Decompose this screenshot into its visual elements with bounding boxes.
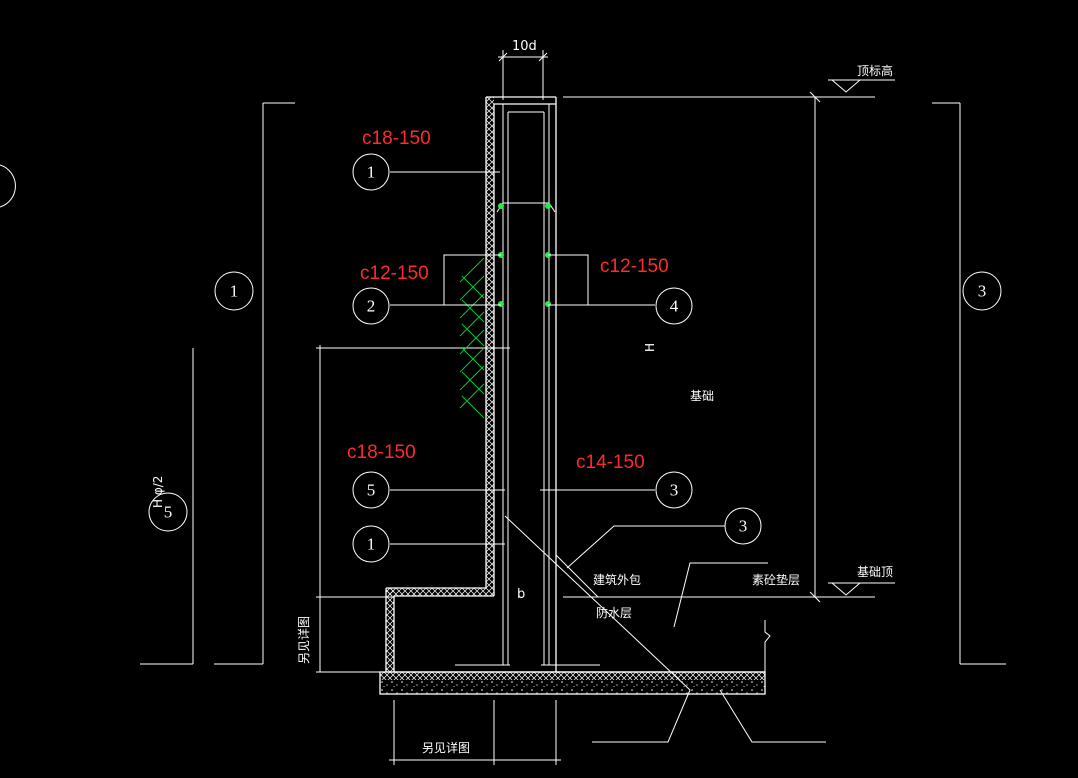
bubble-3b: 3 bbox=[724, 507, 762, 545]
svg-text:3: 3 bbox=[670, 481, 679, 500]
svg-text:5: 5 bbox=[164, 503, 173, 522]
leader-lines bbox=[390, 171, 826, 743]
H-half-label: H φ/2 bbox=[151, 476, 165, 508]
bubble-1-left: 1 bbox=[214, 271, 254, 311]
svg-text:1: 1 bbox=[230, 282, 239, 301]
top-elevation-label: 顶标高 bbox=[857, 63, 893, 78]
see-detail-bottom-label: 另见详图 bbox=[422, 740, 470, 755]
H-label: H bbox=[643, 343, 657, 352]
bubble-1b: 1 bbox=[352, 525, 390, 563]
rebar-dots bbox=[498, 203, 551, 307]
bubble-3-right: 3 bbox=[962, 271, 1002, 311]
see-detail-left-label: 另见详图 bbox=[296, 616, 311, 664]
svg-text:1: 1 bbox=[367, 535, 376, 554]
dim-10d: 10d bbox=[498, 39, 548, 100]
rebar-label-3: c14-150 bbox=[576, 452, 645, 473]
bottom-dimension bbox=[389, 700, 561, 765]
top-elevation-marker bbox=[828, 79, 895, 93]
bubble-1: 1 bbox=[352, 153, 390, 191]
bubble-5: 5 bbox=[352, 471, 390, 509]
dim-10d-label: 10d bbox=[512, 39, 537, 54]
svg-text:1: 1 bbox=[367, 163, 376, 182]
rebar-label-1: c18-150 bbox=[362, 128, 431, 149]
svg-text:2: 2 bbox=[367, 297, 376, 316]
rebar-label-5: c18-150 bbox=[347, 442, 416, 463]
svg-text:3: 3 bbox=[739, 517, 748, 536]
svg-text:4: 4 bbox=[670, 297, 679, 316]
waterproof-label: 防水层 bbox=[596, 605, 632, 620]
building-wrap-label: 建筑外包 bbox=[593, 572, 641, 587]
b-label: b bbox=[517, 587, 525, 602]
base-top-label: 基础顶 bbox=[857, 565, 893, 579]
partial-bubble-edge bbox=[0, 164, 16, 208]
plain-concrete-label: 素砼垫层 bbox=[752, 572, 800, 587]
bubble-3: 3 bbox=[655, 471, 693, 509]
svg-text:3: 3 bbox=[978, 282, 987, 301]
base-elevation-marker bbox=[828, 582, 895, 596]
bubble-4: 4 bbox=[655, 287, 693, 325]
left-dimension-lines bbox=[140, 102, 510, 673]
bubble-2: 2 bbox=[352, 287, 390, 325]
foundation-label: 基础 bbox=[690, 389, 714, 403]
rebar-label-4: c12-150 bbox=[600, 256, 669, 277]
rebar-lines bbox=[455, 103, 600, 666]
right-dimension-lines bbox=[563, 91, 1006, 665]
rebar-label-2: c12-150 bbox=[360, 263, 429, 284]
soil-hatch bbox=[459, 257, 485, 419]
bubble-5-left: 5 bbox=[148, 492, 188, 532]
svg-text:5: 5 bbox=[367, 481, 376, 500]
